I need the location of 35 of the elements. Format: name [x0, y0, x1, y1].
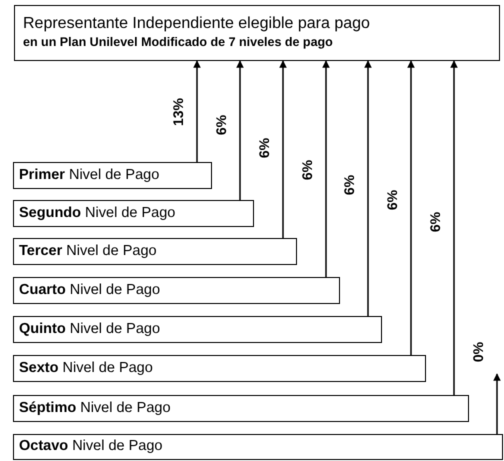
- level-label: Octavo Nivel de Pago: [19, 437, 162, 456]
- level-box: [13, 434, 503, 460]
- level-label: Cuarto Nivel de Pago: [19, 280, 160, 300]
- arrow: [193, 60, 201, 162]
- arrow: [236, 60, 244, 200]
- level-box: [13, 395, 469, 422]
- level-label: Primer Nivel de Pago: [19, 166, 160, 185]
- level-label: Segundo Nivel de Pago: [19, 204, 176, 223]
- arrow: [493, 373, 501, 434]
- arrow: [279, 60, 287, 238]
- arrow: [407, 60, 415, 355]
- edge-label: 6%: [257, 138, 271, 158]
- arrow: [322, 60, 330, 277]
- level-label: Sexto Nivel de Pago: [19, 358, 153, 378]
- level-box: [13, 200, 254, 227]
- edge-label: 6%: [342, 174, 356, 196]
- level-box: [13, 316, 382, 343]
- level-label: Séptimo Nivel de Pago: [19, 398, 171, 418]
- edge-label: 6%: [385, 190, 399, 210]
- header-box: [14, 5, 500, 61]
- level-box: [13, 238, 297, 265]
- arrow: [450, 60, 458, 395]
- edge-label: 6%: [300, 160, 314, 180]
- level-box: [13, 277, 340, 304]
- level-box: [13, 355, 426, 382]
- level-box: [13, 162, 212, 189]
- level-label: Quinto Nivel de Pago: [19, 320, 160, 339]
- edge-label: 6%: [428, 212, 442, 232]
- arrow: [364, 60, 372, 316]
- edge-label: 6%: [214, 114, 228, 136]
- edge-label: 0%: [471, 342, 485, 362]
- header-title: Representante Independiente elegible para pago: [23, 14, 371, 34]
- level-label: Tercer Nivel de Pago: [19, 242, 157, 261]
- edge-label: 13%: [171, 98, 185, 126]
- header-subtitle: en un Plan Unilevel Modificado de 7 niveles de pago: [23, 34, 334, 50]
